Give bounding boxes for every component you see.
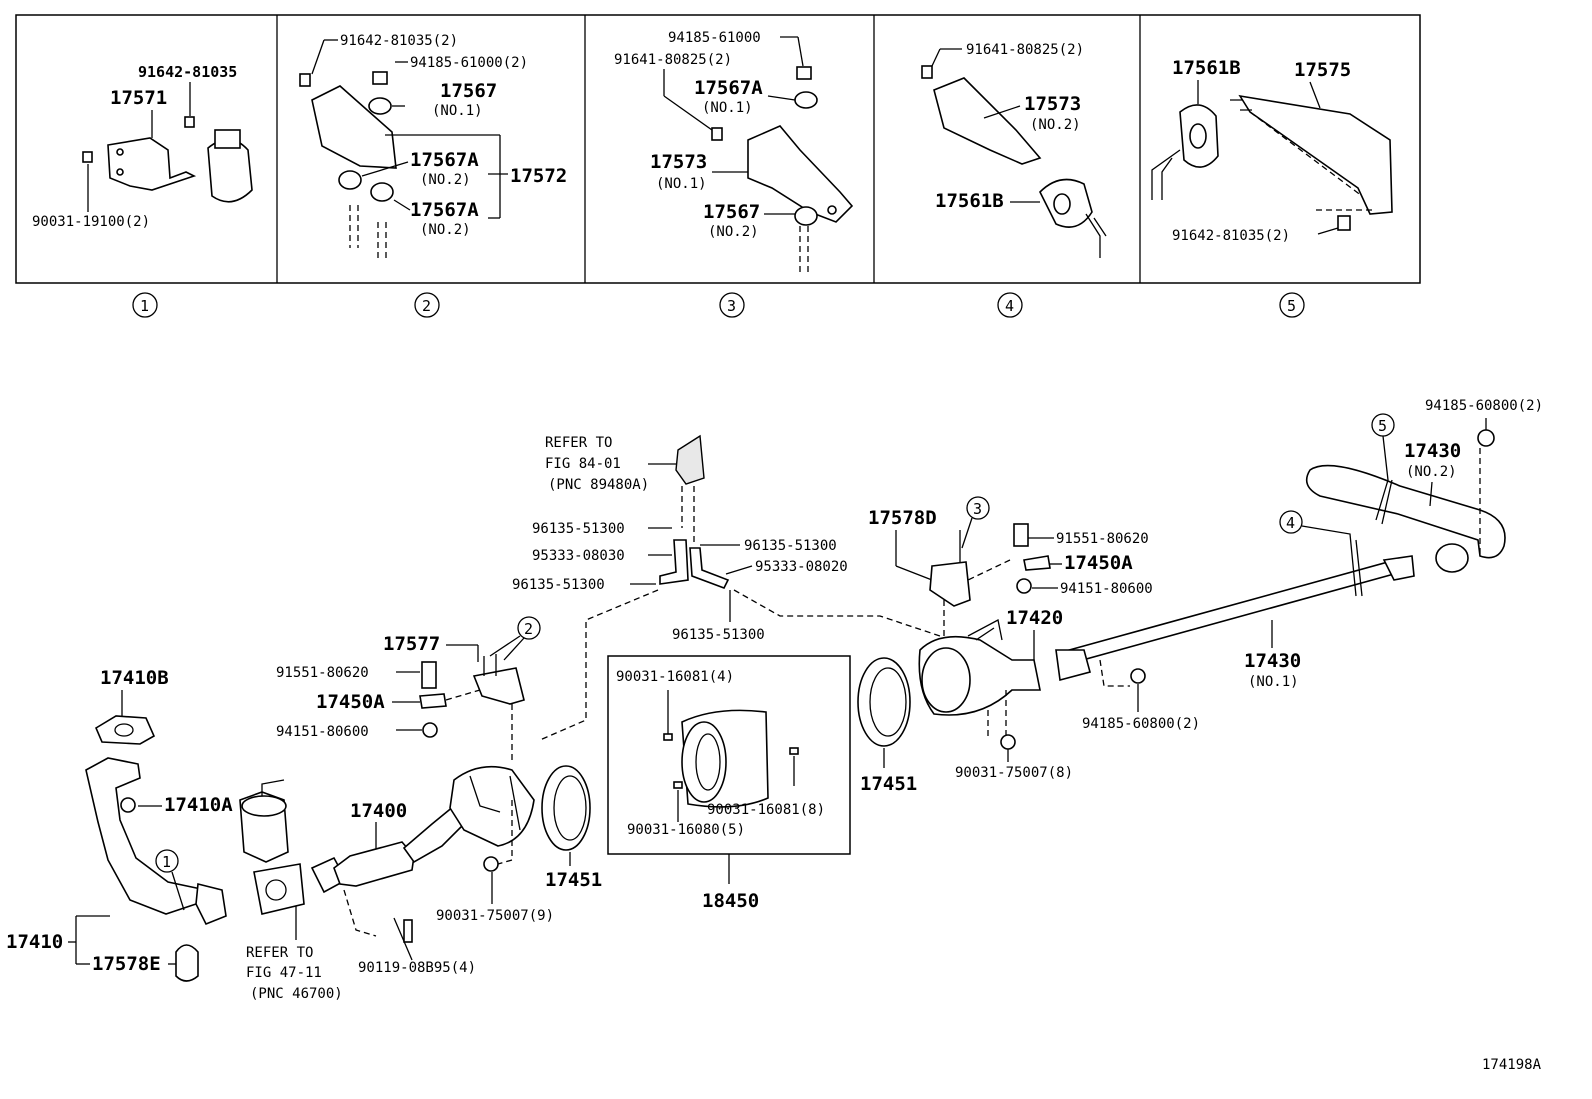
figure-id: 174198A [1482, 1057, 1542, 1073]
part-number-label: (NO.2) [1030, 117, 1081, 133]
part-number-label: 18450 [702, 890, 759, 912]
part-number-label: (NO.2) [420, 222, 471, 238]
part-number-label: (NO.1) [432, 103, 483, 119]
part-number-label: 17410A [164, 794, 233, 816]
part-number-label: 91642-81035(2) [340, 33, 458, 49]
part-number-label: 17567 [440, 80, 497, 102]
part-number-label: 94185-61000 [668, 30, 761, 46]
part-number-label: 17578D [868, 507, 937, 529]
part-number-label: 96135-51300 [672, 627, 765, 643]
view-index-5: 5 [1287, 297, 1296, 315]
part-number-label: 91551-80620 [276, 665, 369, 681]
part-number-label: 94185-61000(2) [410, 55, 528, 71]
view-index-3: 3 [727, 297, 736, 315]
part-number-label: 96135-51300 [532, 521, 625, 537]
part-number-label: 90119-08B95(4) [358, 960, 476, 976]
part-number-label: 17572 [510, 165, 567, 187]
reference-note: REFER TO [246, 945, 313, 961]
view-index-4: 4 [1005, 297, 1014, 315]
part-number-label: 17450A [316, 691, 385, 713]
part-number-label: 96135-51300 [512, 577, 605, 593]
part-number-label: 17567A [410, 149, 479, 171]
part-number-label: 17420 [1006, 607, 1063, 629]
part-number-label: 17561B [1172, 57, 1241, 79]
view-index-2: 2 [422, 297, 431, 315]
reference-note: FIG 47-11 [246, 965, 322, 981]
callout-1: 1 [162, 853, 171, 871]
part-number-label: 17571 [110, 87, 167, 109]
part-number-label: 17400 [350, 800, 407, 822]
part-number-label: 94185-60800(2) [1425, 398, 1543, 414]
part-number-label: (NO.2) [1406, 464, 1457, 480]
inset-5: 17561B 17575 91642-81035(2) 5 [1151, 57, 1393, 318]
part-number-label: (NO.2) [708, 224, 759, 240]
part-number-label: 90031-75007(8) [955, 765, 1073, 781]
part-number-label: 90031-75007(9) [436, 908, 554, 924]
part-number-label: 17410B [100, 667, 169, 689]
part-number-label: 17451 [860, 773, 917, 795]
part-number-label: 96135-51300 [744, 538, 837, 554]
part-number-label: 91641-80825(2) [614, 52, 732, 68]
view-index-1: 1 [140, 297, 149, 315]
part-number-label: 17567A [410, 199, 479, 221]
part-number-label: 91551-80620 [1056, 531, 1149, 547]
part-number-label: 17567 [703, 201, 760, 223]
part-number-label: 17577 [383, 633, 440, 655]
callout-5: 5 [1378, 417, 1387, 435]
part-number-label: 17450A [1064, 552, 1133, 574]
part-number-label: 91642-81035 [138, 63, 237, 81]
callout-3: 3 [973, 500, 982, 518]
part-number-label: (NO.1) [1248, 674, 1299, 690]
part-number-label: 94151-80600 [276, 724, 369, 740]
inset-2: 91642-81035(2) 94185-61000(2) 17567 (NO.… [299, 33, 567, 318]
part-number-label: (NO.1) [656, 176, 707, 192]
reference-note: (PNC 89480A) [548, 477, 649, 493]
part-number-label: 17430 [1404, 440, 1461, 462]
callout-2: 2 [524, 620, 533, 638]
reference-note: REFER TO [545, 435, 612, 451]
reference-note: (PNC 46700) [250, 986, 343, 1002]
part-number-label: 17410 [6, 931, 63, 953]
part-number-label: 17575 [1294, 59, 1351, 81]
inset-panels [15, 14, 1421, 284]
part-number-label: 91641-80825(2) [966, 42, 1084, 58]
part-number-label: 90031-16081(4) [616, 669, 734, 685]
part-number-label: 17573 [650, 151, 707, 173]
part-number-label: 17451 [545, 869, 602, 891]
part-number-label: 94185-60800(2) [1082, 716, 1200, 732]
main-assembly: REFER TO FIG 84-01 (PNC 89480A) 96135-51… [6, 398, 1543, 1002]
part-number-label: 17578E [92, 953, 161, 975]
part-number-label: 90031-19100(2) [32, 214, 150, 230]
part-number-label: 91642-81035(2) [1172, 228, 1290, 244]
part-number-label: 17573 [1024, 93, 1081, 115]
part-number-label: (NO.2) [420, 172, 471, 188]
part-number-label: 17561B [935, 190, 1004, 212]
part-number-label: (NO.1) [702, 100, 753, 116]
part-number-label: 90031-16080(5) [627, 822, 745, 838]
inset-1: 91642-81035 17571 90031-19100(2) 1 [32, 63, 253, 318]
part-number-label: 17430 [1244, 650, 1301, 672]
part-number-label: 94151-80600 [1060, 581, 1153, 597]
reference-note: FIG 84-01 [545, 456, 621, 472]
inset-4: 91641-80825(2) 17573 (NO.2) 17561B 4 [921, 42, 1107, 318]
part-number-label: 90031-16081(8) [707, 802, 825, 818]
callout-4: 4 [1286, 514, 1295, 532]
part-number-label: 95333-08030 [532, 548, 625, 564]
part-number-label: 17567A [694, 77, 763, 99]
part-number-label: 95333-08020 [755, 559, 848, 575]
inset-3: 94185-61000 91641-80825(2) 17567A (NO.1)… [614, 30, 854, 318]
